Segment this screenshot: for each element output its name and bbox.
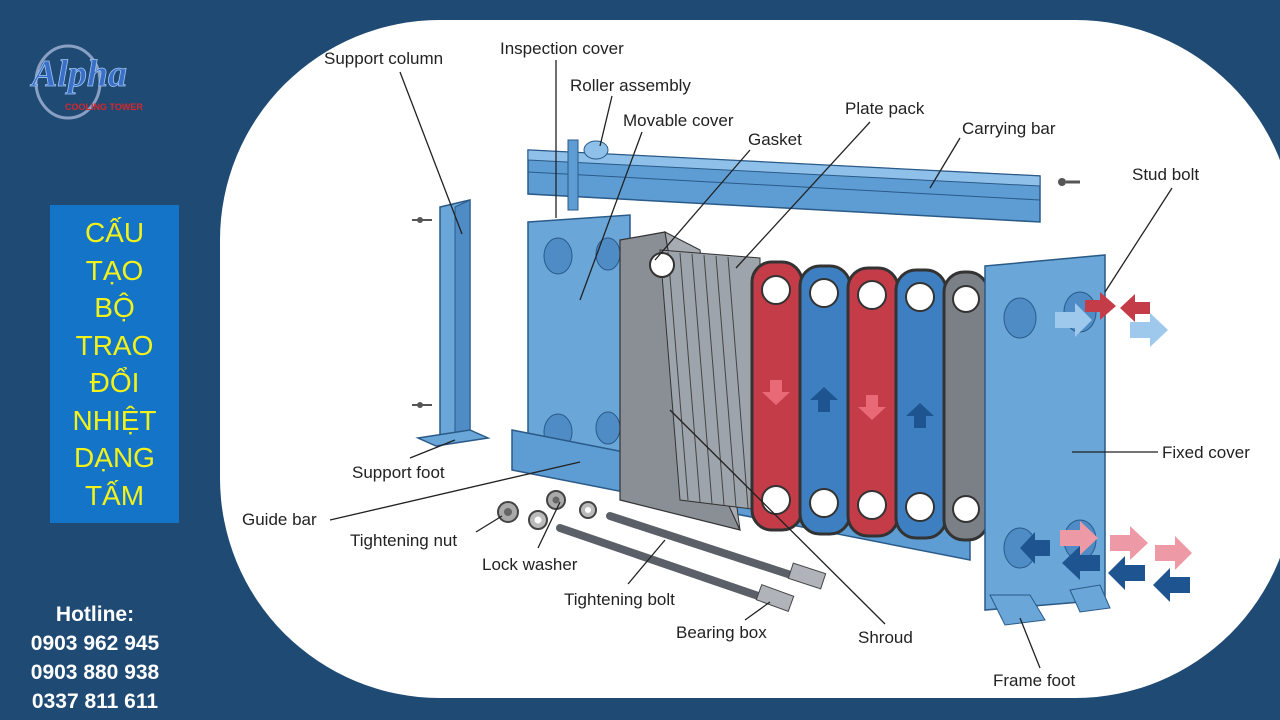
hotline-number: 0337 811 611 xyxy=(31,690,159,713)
plate xyxy=(846,266,900,538)
label-roller-assembly: Roller assembly xyxy=(570,76,691,95)
label-inspection-cover: Inspection cover xyxy=(500,39,624,58)
title-line: BỘ xyxy=(94,292,135,323)
label-stud-bolt: Stud bolt xyxy=(1132,165,1199,184)
label-support-column: Support column xyxy=(324,49,443,68)
logo-brand: Alpha xyxy=(30,53,127,95)
logo-ring xyxy=(34,44,102,120)
flow-arrows xyxy=(1020,292,1192,602)
carrying-bar xyxy=(527,149,1080,223)
label-movable-cover: Movable cover xyxy=(623,111,734,130)
label-shroud: Shroud xyxy=(858,628,913,647)
logo-sub: COOLING TOWER xyxy=(65,102,143,112)
title-line: TRAO xyxy=(75,329,154,361)
label-frame-foot: Frame foot xyxy=(993,671,1075,690)
plate xyxy=(894,268,948,540)
hotline-label: Hotline: xyxy=(55,603,135,626)
bearing-box xyxy=(755,562,827,612)
tightening-bolt xyxy=(556,512,804,604)
hotline-block: Hotline: 0903 962 945 0903 880 938 0337 … xyxy=(0,600,190,716)
title-line: TẤM xyxy=(84,479,145,511)
plate xyxy=(798,264,852,536)
tightening-nut xyxy=(497,490,566,523)
label-fixed-cover: Fixed cover xyxy=(1162,443,1250,462)
support-column xyxy=(412,199,491,447)
label-plate-pack: Plate pack xyxy=(845,99,925,118)
label-guide-bar: Guide bar xyxy=(242,510,317,529)
plate xyxy=(942,270,990,542)
label-bearing-box: Bearing box xyxy=(676,623,767,642)
plate xyxy=(750,260,804,532)
hotline-number: 0903 880 938 xyxy=(30,661,160,684)
title-line: CẤU xyxy=(84,217,145,248)
roller-assembly xyxy=(567,139,609,211)
hotline-number: 0903 962 945 xyxy=(30,632,160,655)
label-support-foot: Support foot xyxy=(352,463,445,482)
label-gasket: Gasket xyxy=(748,130,802,149)
diagram-labels: Support column Inspection cover Roller a… xyxy=(242,39,1250,690)
title-line: TẠO xyxy=(85,254,144,286)
lock-washer xyxy=(528,501,597,530)
label-tightening-nut: Tightening nut xyxy=(350,531,457,550)
movable-cover xyxy=(527,214,631,471)
title-line: DẠNG xyxy=(74,442,155,473)
label-lock-washer: Lock washer xyxy=(482,555,578,574)
label-tightening-bolt: Tightening bolt xyxy=(564,590,675,609)
title-box: CẤU TẠO BỘ TRAO ĐỔI NHIỆT DẠNG TẤM xyxy=(50,205,179,523)
title-line: ĐỔI xyxy=(89,367,140,398)
label-carrying-bar: Carrying bar xyxy=(962,119,1056,138)
title-line: NHIỆT xyxy=(72,404,157,436)
leader-lines xyxy=(329,60,1173,669)
alpha-logo: Alpha COOLING TOWER xyxy=(30,44,143,120)
